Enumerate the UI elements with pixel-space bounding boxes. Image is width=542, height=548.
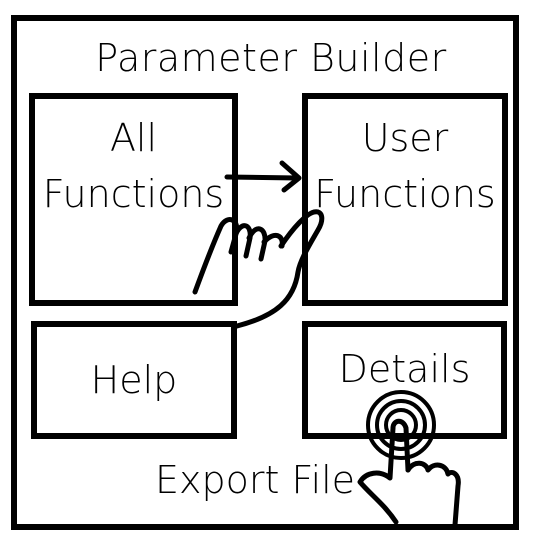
user-functions-label-line1: User — [361, 116, 449, 160]
tap-hand-icon — [357, 390, 461, 528]
details-label: Details — [338, 347, 471, 391]
arrow-right-icon — [224, 160, 302, 193]
help-button[interactable]: Help — [31, 321, 237, 439]
export-file-button[interactable]: Export File — [155, 458, 356, 502]
all-functions-label-line1: All — [109, 116, 158, 160]
user-functions-label-line2: Functions — [314, 172, 496, 216]
user-functions-panel[interactable]: User Functions — [302, 93, 508, 306]
all-functions-label-line2: Functions — [42, 172, 225, 216]
help-label: Help — [90, 358, 178, 402]
page-title: Parameter Builder — [95, 36, 447, 80]
pointing-hand-icon — [192, 209, 325, 329]
